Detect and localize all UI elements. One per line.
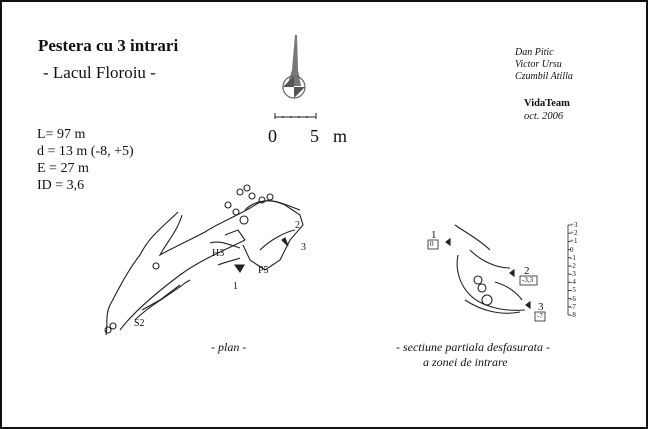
section-caption-line1: - sectiune partiala desfasurata - (396, 340, 550, 354)
cave-plan (104, 184, 304, 336)
author: Dan Pitic (515, 47, 554, 58)
label-p5: P5 (258, 265, 269, 276)
author: Victor Ursu (515, 59, 562, 70)
stat-length: L= 97 m (37, 127, 86, 142)
team-name: VidaTeam (524, 98, 570, 109)
depth-tick-label: -7 (570, 302, 576, 311)
map-title: Pestera cu 3 intrari (38, 36, 179, 55)
cave-section (427, 224, 571, 322)
label-entrance-1: 1 (233, 281, 238, 292)
stat-index: ID = 3,6 (37, 178, 85, 193)
section-caption-line2: a zonei de intrare (423, 355, 508, 369)
scale-label-five: 5 (310, 126, 319, 146)
label-entrance-2: 2 (295, 220, 300, 231)
depth-tick-label: -2 (570, 261, 576, 270)
scale-label-unit: m (333, 126, 348, 146)
stat-depth: d = 13 m (-8, +5) (37, 144, 134, 159)
section-entrance-2-depth: -3,3 (522, 276, 534, 284)
label-s2: S2 (134, 318, 145, 329)
label-h3: H3 (212, 248, 225, 259)
survey-date: oct. 2006 (524, 111, 564, 122)
depth-tick-label: +3 (570, 221, 578, 229)
depth-tick-label: -5 (570, 286, 576, 295)
scale-bar (274, 113, 317, 119)
depth-tick-label: +1 (570, 237, 578, 246)
depth-tick-label: -4 (570, 278, 576, 287)
depth-tick-label: -3 (570, 270, 576, 279)
section-entrance-1-depth: 0 (430, 240, 434, 248)
section-entrance-1: 1 (431, 229, 437, 241)
scale-label-zero: 0 (268, 126, 277, 146)
section-entrance-2: 2 (524, 265, 530, 277)
depth-tick-label: +2 (570, 229, 578, 238)
map-subtitle: - Lacul Floroiu - (43, 63, 156, 82)
stat-extension: E = 27 m (37, 161, 89, 176)
depth-tick-label: -6 (570, 294, 576, 303)
section-entrance-3: 3 (538, 301, 544, 313)
depth-tick-label: -1 (570, 253, 576, 262)
depth-tick-label: 0 (570, 245, 574, 254)
depth-tick-label: -8 (570, 311, 576, 319)
plan-caption: - plan - (211, 340, 247, 354)
north-arrow-icon (282, 35, 306, 99)
author: Czumbil Atilla (515, 71, 573, 82)
section-entrance-3-depth: -7 (537, 312, 543, 320)
label-entrance-3: 3 (301, 242, 306, 253)
